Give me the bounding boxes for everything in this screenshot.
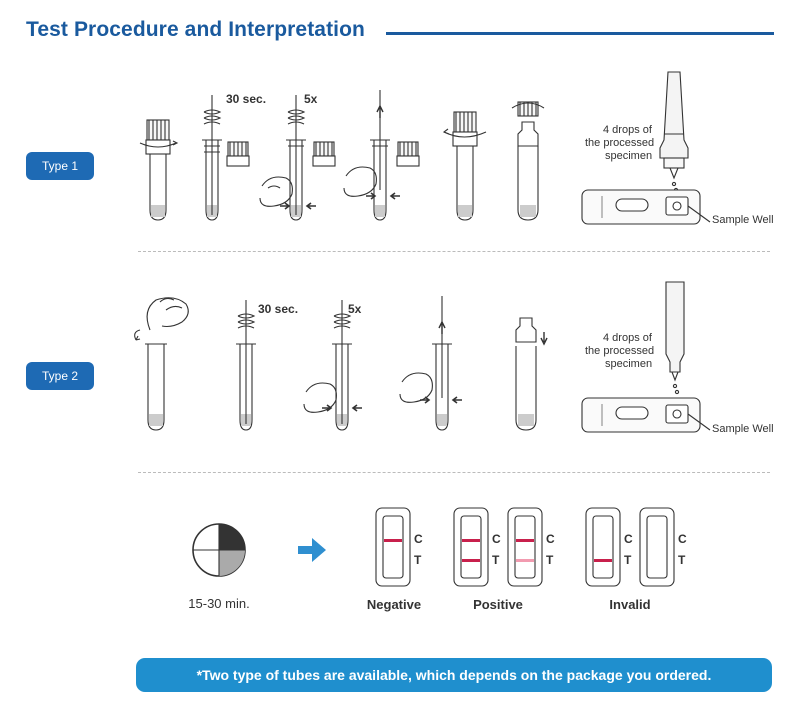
type1-recap-tube — [442, 111, 487, 221]
strip-invalid-t-only — [585, 507, 621, 587]
section-divider-2 — [138, 472, 770, 473]
type2-drops-line-2: the processed — [585, 345, 655, 357]
type1-sample-well-label: Sample Well — [712, 214, 774, 226]
timer-icon — [192, 523, 246, 577]
invalid1-t-label: T — [624, 553, 632, 567]
positive-caption: Positive — [473, 597, 523, 612]
type2-sample-well-label: Sample Well — [712, 423, 774, 435]
type1-open-dropper — [511, 101, 545, 221]
invalid2-t-label: T — [678, 553, 686, 567]
type2-time-label: 30 sec. — [258, 302, 299, 316]
type1-repeat-label: 5x — [304, 92, 318, 106]
negative-caption: Negative — [366, 597, 422, 612]
wait-time-label: 15-30 min. — [188, 596, 250, 611]
type2-cassette — [581, 397, 711, 433]
type1-badge: Type 1 — [26, 152, 94, 180]
positive2-t-label: T — [546, 553, 554, 567]
type1-drops-line-3: specimen — [605, 150, 653, 162]
type2-badge: Type 2 — [26, 362, 94, 390]
proceed-arrow-icon — [298, 538, 326, 562]
type2-swab-in-tube — [236, 300, 256, 431]
type2-peel-foil — [134, 297, 189, 431]
tube-type-note: *Two type of tubes are available, which … — [136, 658, 772, 692]
invalid-caption: Invalid — [609, 597, 651, 612]
invalid2-c-label: C — [678, 532, 687, 546]
type2-squeeze-hand — [303, 300, 362, 431]
negative-c-label: C — [414, 532, 423, 546]
type1-drops-line-1: 4 drops of — [603, 124, 652, 136]
title-rule — [386, 32, 774, 35]
invalid1-c-label: C — [624, 532, 633, 546]
type1-time-label: 30 sec. — [226, 92, 267, 106]
type1-swab-in-tube — [202, 95, 250, 221]
type2-drops-line-1: 4 drops of — [603, 332, 652, 344]
type2-repeat-label: 5x — [348, 302, 362, 316]
type1-tube-capped — [139, 119, 179, 221]
strip-positive-weak — [507, 507, 543, 587]
positive2-c-label: C — [546, 532, 555, 546]
type2-remove-swab — [399, 296, 462, 431]
positive1-t-label: T — [492, 553, 500, 567]
type1-dropper-over-cassette — [659, 71, 689, 199]
positive1-c-label: C — [492, 532, 501, 546]
strip-invalid-no-line — [639, 507, 675, 587]
type2-attach-dropper — [515, 317, 548, 431]
strip-negative — [375, 507, 411, 587]
page-title: Test Procedure and Interpretation — [26, 18, 365, 41]
type2-drops-line-3: specimen — [605, 358, 653, 370]
type1-squeeze-hand — [259, 95, 336, 221]
negative-t-label: T — [414, 553, 422, 567]
section-divider-1 — [138, 251, 770, 252]
type1-cassette — [581, 189, 711, 225]
type2-dropper-over-cassette — [665, 281, 685, 395]
strip-positive-strong — [453, 507, 489, 587]
type1-remove-swab — [343, 90, 420, 221]
type1-drops-line-2: the processed — [585, 137, 655, 149]
